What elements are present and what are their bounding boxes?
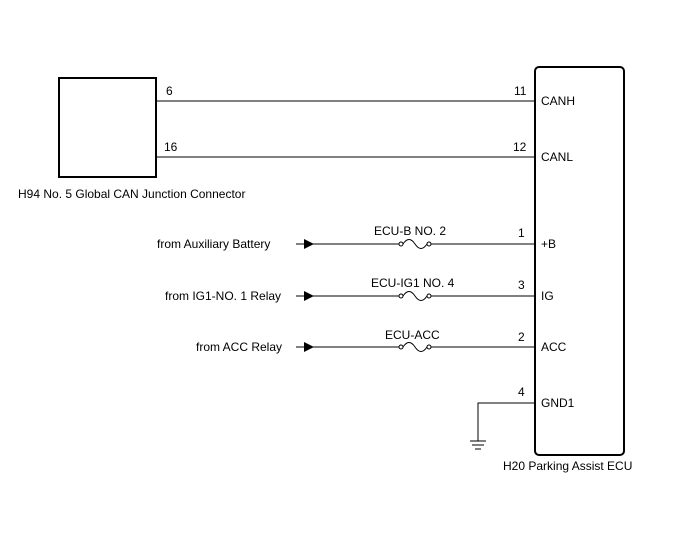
source-acc-relay: from ACC Relay <box>196 340 282 354</box>
parking-assist-ecu-box <box>534 66 625 456</box>
fuse-icon <box>398 342 432 352</box>
pin-6: 6 <box>166 84 173 98</box>
pin-3: 3 <box>518 278 525 292</box>
fuse-icon <box>398 239 432 249</box>
terminal-canh: CANH <box>541 94 575 108</box>
source-auxiliary-battery: from Auxiliary Battery <box>157 237 270 251</box>
junction-connector-box <box>58 77 157 178</box>
pin-2: 2 <box>518 330 525 344</box>
pin-16: 16 <box>164 140 178 154</box>
terminal-canl: CANL <box>541 150 573 164</box>
ground-icon <box>470 440 486 450</box>
terminal-b: +B <box>541 237 556 251</box>
power-feed-acc-relay: from ACC Relay ECU-ACC 2 <box>196 328 535 354</box>
arrow-icon <box>304 239 314 249</box>
arrow-icon <box>304 342 314 352</box>
fuse-label-ecu-acc: ECU-ACC <box>385 328 440 342</box>
arrow-icon <box>304 291 314 301</box>
pin-11: 11 <box>514 84 527 98</box>
connector-label: H94 No. 5 Global CAN Junction Connector <box>18 187 245 201</box>
fuse-label-ecu-ig1: ECU-IG1 NO. 4 <box>371 276 455 290</box>
fuse-label-ecu-b: ECU-B NO. 2 <box>374 224 446 238</box>
power-feed-auxiliary-battery: from Auxiliary Battery ECU-B NO. 2 1 <box>157 224 535 251</box>
pin-12: 12 <box>513 140 527 154</box>
pin-1: 1 <box>518 226 525 240</box>
fuse-icon <box>398 291 432 301</box>
ground-circuit: 4 <box>470 385 535 450</box>
terminal-gnd1: GND1 <box>541 396 575 410</box>
terminal-ig: IG <box>541 289 554 303</box>
terminal-acc: ACC <box>541 340 567 354</box>
source-ig1-relay: from IG1-NO. 1 Relay <box>165 289 281 303</box>
ecu-label: H20 Parking Assist ECU <box>503 459 632 473</box>
power-feed-ig1-relay: from IG1-NO. 1 Relay ECU-IG1 NO. 4 3 <box>165 276 535 303</box>
pin-4: 4 <box>518 385 525 399</box>
